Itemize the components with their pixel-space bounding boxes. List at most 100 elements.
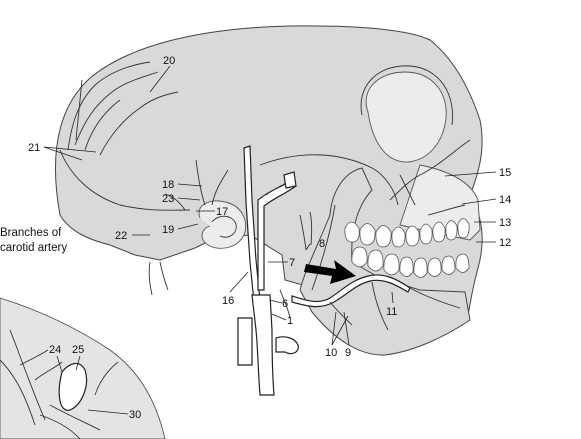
label-14: 14 bbox=[499, 194, 511, 206]
tooth bbox=[413, 257, 428, 278]
artery-branch bbox=[75, 79, 83, 141]
inset-branch bbox=[39, 414, 81, 439]
artery-branch bbox=[148, 261, 153, 296]
label-7: 7 bbox=[289, 257, 295, 269]
leader-15 bbox=[444, 171, 497, 177]
vessel-stub bbox=[275, 336, 299, 355]
skull bbox=[54, 25, 483, 356]
label-9: 9 bbox=[345, 347, 351, 359]
inset-branch bbox=[34, 361, 63, 381]
inset-branch bbox=[0, 359, 36, 426]
label-24: 24 bbox=[49, 344, 61, 356]
label-12: 12 bbox=[499, 237, 511, 249]
leader-24 bbox=[56, 355, 63, 373]
mandible bbox=[299, 167, 471, 356]
artery-branch bbox=[99, 91, 179, 156]
orbit-rim bbox=[360, 65, 454, 126]
label-6: 6 bbox=[282, 298, 288, 310]
artery-branch bbox=[67, 61, 151, 151]
leader-1 bbox=[271, 313, 287, 321]
tooth bbox=[359, 223, 376, 246]
inset-panel bbox=[0, 297, 166, 439]
artery-branch bbox=[74, 71, 159, 146]
label-10: 10 bbox=[325, 347, 337, 359]
artery-branch bbox=[371, 281, 389, 331]
artery-branch bbox=[211, 169, 229, 206]
artery-branch bbox=[409, 287, 461, 309]
caption-line-1: Branches of bbox=[0, 227, 62, 239]
artery-branch bbox=[59, 149, 191, 211]
black-arrow-icon bbox=[304, 260, 356, 284]
inset-branch bbox=[94, 361, 119, 396]
artery-branch bbox=[195, 159, 206, 206]
artery-branch bbox=[164, 193, 186, 211]
leader-18 bbox=[177, 183, 203, 187]
leader-21b bbox=[43, 146, 83, 161]
tooth bbox=[427, 257, 442, 277]
auricle-inner bbox=[211, 215, 237, 238]
artery-branch bbox=[279, 289, 291, 319]
tooth bbox=[405, 225, 420, 247]
scalp-arteries bbox=[59, 61, 471, 296]
leader-19 bbox=[177, 223, 199, 230]
inset-branch bbox=[19, 349, 49, 366]
leader-14 bbox=[461, 198, 497, 205]
leader-lines bbox=[43, 65, 497, 415]
leader-23 bbox=[177, 197, 201, 201]
artery-branch bbox=[399, 174, 416, 206]
subclavian-stub bbox=[237, 317, 253, 366]
label-18: 18 bbox=[162, 179, 174, 191]
leader-8 bbox=[305, 243, 311, 251]
lower-teeth bbox=[351, 246, 470, 278]
caption-line-2: carotid artery bbox=[0, 242, 68, 254]
facial-artery bbox=[291, 274, 411, 308]
leader-30 bbox=[87, 409, 129, 415]
artery-branch bbox=[389, 139, 471, 201]
artery-branch bbox=[299, 214, 307, 251]
label-30: 30 bbox=[129, 409, 141, 421]
tooth bbox=[375, 225, 392, 248]
leader-20 bbox=[149, 65, 171, 93]
inset-branch bbox=[49, 404, 101, 431]
label-11: 11 bbox=[386, 306, 397, 318]
label-21: 21 bbox=[28, 142, 40, 154]
leader-11 bbox=[391, 291, 394, 304]
tooth bbox=[445, 220, 458, 241]
label-16: 16 bbox=[222, 295, 234, 307]
inset-vessel bbox=[58, 362, 88, 411]
tooth bbox=[399, 256, 414, 277]
common-carotid bbox=[251, 294, 275, 396]
upper-teeth bbox=[344, 218, 470, 248]
artery-branch bbox=[84, 99, 121, 151]
leader-9 bbox=[343, 311, 350, 346]
label-15: 15 bbox=[499, 167, 511, 179]
pointer-arrow bbox=[304, 260, 356, 284]
carotid-vessels bbox=[237, 145, 461, 396]
figure-caption: Branches of carotid artery bbox=[0, 226, 67, 256]
tooth bbox=[383, 253, 400, 276]
callout-numbers: 20 21 18 23 17 19 22 16 7 8 6 1 10 9 11 … bbox=[28, 55, 511, 421]
label-25: 25 bbox=[72, 344, 84, 356]
label-22: 22 bbox=[115, 230, 127, 242]
artery-branch bbox=[427, 204, 466, 216]
inset-branch bbox=[9, 329, 46, 421]
cut-vessel bbox=[283, 171, 297, 189]
label-1: 1 bbox=[287, 315, 293, 327]
label-8: 8 bbox=[319, 238, 325, 250]
leader-10 bbox=[331, 311, 337, 346]
tooth bbox=[441, 255, 456, 275]
tooth bbox=[457, 218, 470, 239]
label-20: 20 bbox=[163, 55, 175, 67]
tooth bbox=[344, 221, 360, 243]
tooth bbox=[419, 223, 433, 245]
tooth bbox=[351, 246, 368, 268]
label-23: 23 bbox=[162, 193, 174, 205]
tooth bbox=[391, 226, 406, 248]
orbit bbox=[365, 71, 447, 163]
zygomatic-arch bbox=[259, 154, 399, 206]
artery-branch bbox=[159, 261, 169, 291]
leader-25 bbox=[75, 355, 81, 371]
label-19: 19 bbox=[162, 224, 174, 236]
artery-branch bbox=[309, 211, 313, 246]
